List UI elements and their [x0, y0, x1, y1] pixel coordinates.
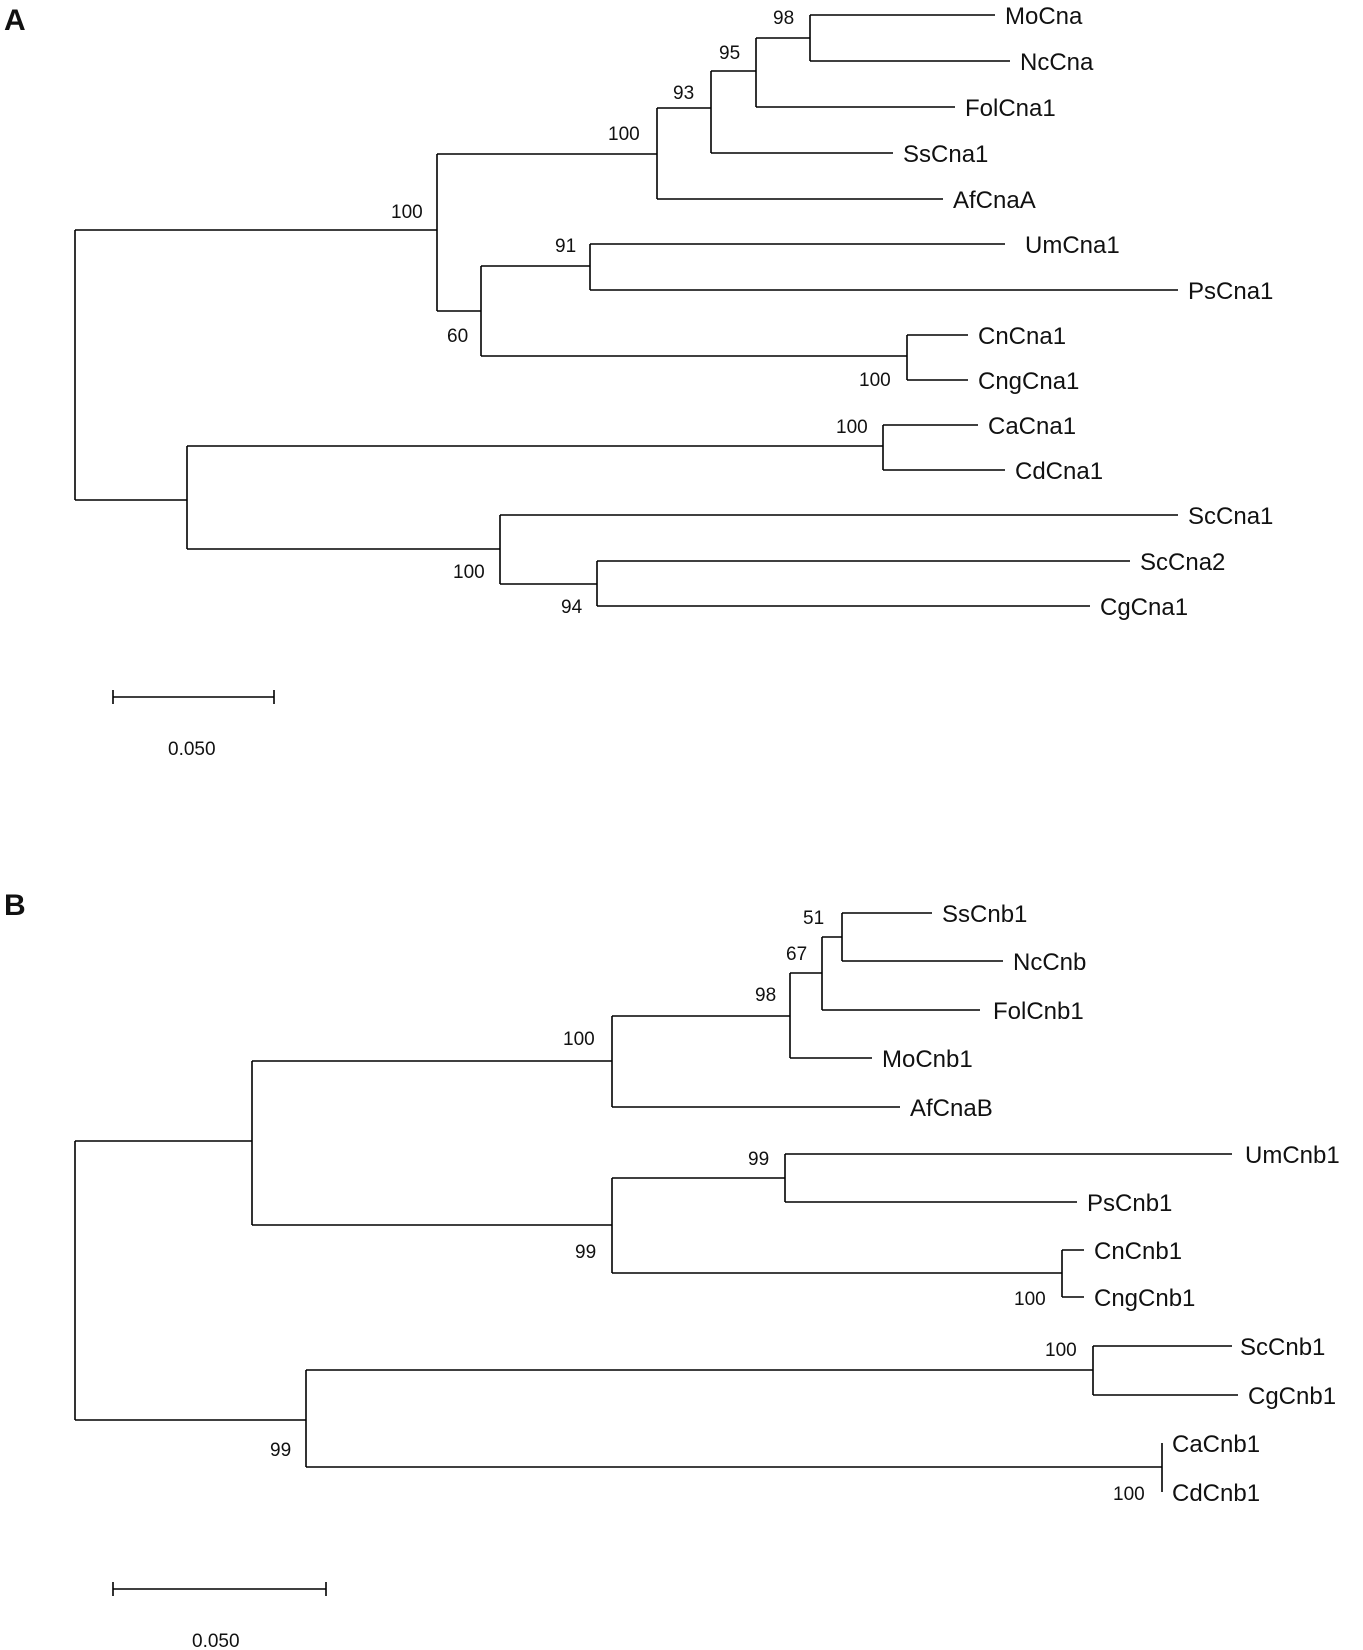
support-value: 99	[270, 1440, 291, 1461]
taxon-label: PsCna1	[1188, 278, 1273, 305]
taxon-label: CgCnb1	[1248, 1383, 1336, 1410]
support-value: 91	[555, 236, 576, 257]
support-value: 67	[786, 944, 807, 965]
taxon-label: CnCna1	[978, 323, 1066, 350]
panel-a-branches	[74, 14, 1178, 607]
support-value: 100	[563, 1029, 595, 1050]
taxon-label: PsCnb1	[1087, 1190, 1172, 1217]
taxon-label: FolCnb1	[993, 998, 1084, 1025]
panel-b-support-values: 51 67 98 100 99 99 100 100 99 100	[270, 908, 1145, 1505]
taxon-label: ScCnb1	[1240, 1334, 1325, 1361]
panel-a-taxa: MoCna NcCna FolCna1 SsCna1 AfCnaA UmCna1…	[903, 3, 1273, 621]
support-value: 100	[1113, 1484, 1145, 1505]
taxon-label: MoCnb1	[882, 1046, 973, 1073]
support-value: 98	[773, 8, 794, 29]
taxon-label: SsCna1	[903, 141, 988, 168]
panel-b-taxa: SsCnb1 NcCnb FolCnb1 MoCnb1 AfCnaB UmCnb…	[882, 901, 1340, 1507]
taxon-label: UmCna1	[1025, 232, 1120, 259]
panel-b-branches	[74, 912, 1238, 1492]
support-value: 100	[836, 417, 868, 438]
panel-a-support-values: 98 95 93 100 100 91 60 100 100 100 94	[391, 8, 891, 618]
taxon-label: CaCnb1	[1172, 1431, 1260, 1458]
panel-b: B	[4, 889, 1340, 1650]
taxon-label: AfCnaA	[953, 187, 1036, 214]
support-value: 100	[1014, 1289, 1046, 1310]
scale-bar-label: 0.050	[168, 739, 216, 760]
taxon-label: NcCna	[1020, 49, 1094, 76]
panel-a: A	[4, 3, 1273, 760]
support-value: 98	[755, 985, 776, 1006]
taxon-label: CgCna1	[1100, 594, 1188, 621]
support-value: 100	[608, 124, 640, 145]
support-value: 100	[859, 370, 891, 391]
support-value: 93	[673, 83, 694, 104]
taxon-label: SsCnb1	[942, 901, 1027, 928]
support-value: 100	[391, 202, 423, 223]
taxon-label: ScCna2	[1140, 549, 1225, 576]
taxon-label: UmCnb1	[1245, 1142, 1340, 1169]
panel-a-label: A	[4, 4, 26, 37]
support-value: 94	[561, 597, 583, 618]
support-value: 100	[453, 562, 485, 583]
support-value: 99	[748, 1149, 769, 1170]
support-value: 100	[1045, 1340, 1077, 1361]
support-value: 51	[803, 908, 824, 929]
taxon-label: NcCnb	[1013, 949, 1086, 976]
support-value: 95	[719, 43, 740, 64]
panel-b-label: B	[4, 889, 26, 922]
taxon-label: ScCna1	[1188, 503, 1273, 530]
taxon-label: AfCnaB	[910, 1095, 993, 1122]
taxon-label: CngCna1	[978, 368, 1079, 395]
taxon-label: CnCnb1	[1094, 1238, 1182, 1265]
taxon-label: CngCnb1	[1094, 1285, 1195, 1312]
support-value: 99	[575, 1242, 596, 1263]
support-value: 60	[447, 326, 468, 347]
taxon-label: CaCna1	[988, 413, 1076, 440]
taxon-label: CdCna1	[1015, 458, 1103, 485]
taxon-label: MoCna	[1005, 3, 1083, 30]
taxon-label: FolCna1	[965, 95, 1056, 122]
scale-bar-label: 0.050	[192, 1631, 240, 1650]
taxon-label: CdCnb1	[1172, 1480, 1260, 1507]
panel-a-scale-bar: 0.050	[112, 690, 275, 760]
panel-b-scale-bar: 0.050	[112, 1582, 327, 1650]
